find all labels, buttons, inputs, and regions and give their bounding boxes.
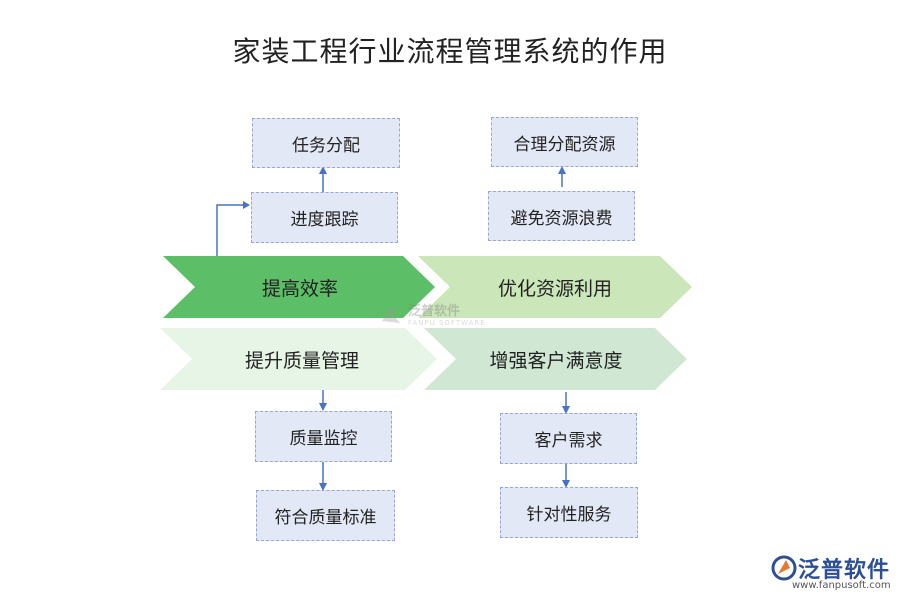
arrowhead-5 bbox=[319, 483, 327, 491]
arrowhead-3 bbox=[558, 166, 566, 174]
chevron-label-resources: 优化资源利用 bbox=[497, 277, 612, 300]
chevron-resources bbox=[418, 256, 692, 318]
logo-name: 泛普软件 bbox=[798, 558, 891, 583]
watermark: 泛普软件 FANPU SOFTWARE bbox=[378, 300, 486, 327]
chevron-label-quality: 提升质量管理 bbox=[244, 349, 359, 372]
box-customer-needs: 客户需求 bbox=[500, 413, 637, 464]
watermark-name: 泛普软件 bbox=[408, 304, 461, 319]
chevron-efficiency bbox=[163, 256, 435, 318]
page-title: 家装工程行业流程管理系统的作用 bbox=[232, 35, 668, 68]
arrow-efficiency-to-progress bbox=[216, 204, 246, 256]
chevron-satisfaction bbox=[424, 328, 687, 390]
chevron-label-efficiency: 提高效率 bbox=[261, 277, 338, 300]
box-quality-monitor: 质量监控 bbox=[255, 411, 392, 462]
fanpu-logo-icon bbox=[771, 555, 797, 581]
box-meet-standard: 符合质量标准 bbox=[256, 490, 395, 541]
box-progress-track: 进度跟踪 bbox=[251, 192, 398, 243]
box-resource-alloc: 合理分配资源 bbox=[491, 117, 638, 167]
arrowhead-1 bbox=[243, 201, 250, 209]
arrowhead-7 bbox=[562, 480, 570, 488]
chevron-quality bbox=[160, 328, 437, 390]
watermark-sub: FANPU SOFTWARE bbox=[408, 319, 486, 327]
arrowhead-4 bbox=[319, 403, 327, 411]
arrowhead-2 bbox=[319, 166, 327, 174]
box-targeted-service: 针对性服务 bbox=[500, 487, 638, 538]
fanpu-logo: 泛普软件 bbox=[770, 552, 890, 584]
arrowhead-6 bbox=[562, 406, 570, 414]
chevron-label-satisfaction: 增强客户满意度 bbox=[489, 349, 623, 372]
box-task-assign: 任务分配 bbox=[252, 118, 400, 168]
box-avoid-waste: 避免资源浪费 bbox=[488, 191, 635, 241]
logo-url: www.fanpusoft.com bbox=[792, 580, 891, 591]
fanpu-watermark-icon bbox=[382, 304, 400, 323]
